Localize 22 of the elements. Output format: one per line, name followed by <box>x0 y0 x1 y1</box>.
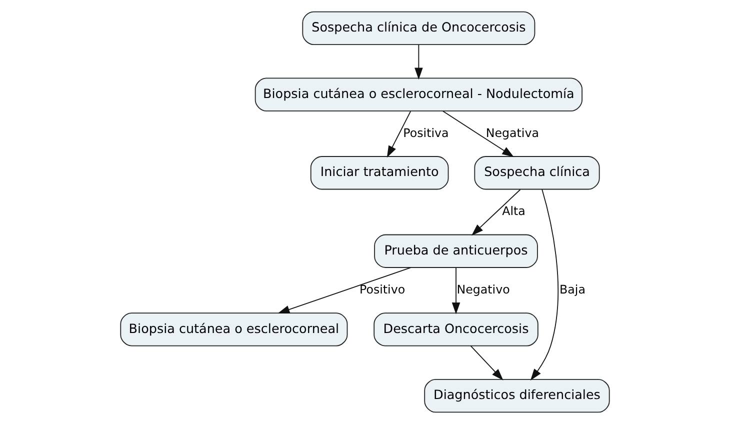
arrow <box>277 267 411 314</box>
arrow <box>414 44 422 80</box>
node-box: Prueba de anticuerpos <box>374 234 538 268</box>
node-box: Sospecha clínica de Oncocercosis <box>302 11 535 45</box>
edge-label: Positivo <box>359 282 405 296</box>
edge-label: Negativa <box>485 126 538 140</box>
node-box: Sospecha clínica <box>474 156 600 190</box>
edge-label: Negativo <box>456 282 510 296</box>
edge-label: Alta <box>502 204 525 218</box>
arrow <box>451 267 460 314</box>
node-box: Biopsia cutánea o esclerocorneal - Nodulectomía <box>254 78 582 112</box>
edge-label: Baja <box>559 282 585 296</box>
arrow <box>386 110 411 158</box>
arrow <box>530 188 558 380</box>
node-box: Iniciar tratamiento <box>310 156 448 190</box>
arrow <box>442 110 514 158</box>
arrow <box>470 346 503 380</box>
node-box: Descarta Oncocercosis <box>373 312 538 346</box>
node-box: Biopsia cutánea o esclerocorneal <box>120 312 348 346</box>
edge-label: Positiva <box>402 126 448 140</box>
arrow <box>470 189 520 236</box>
node-box: Diagnósticos diferenciales <box>424 379 610 413</box>
